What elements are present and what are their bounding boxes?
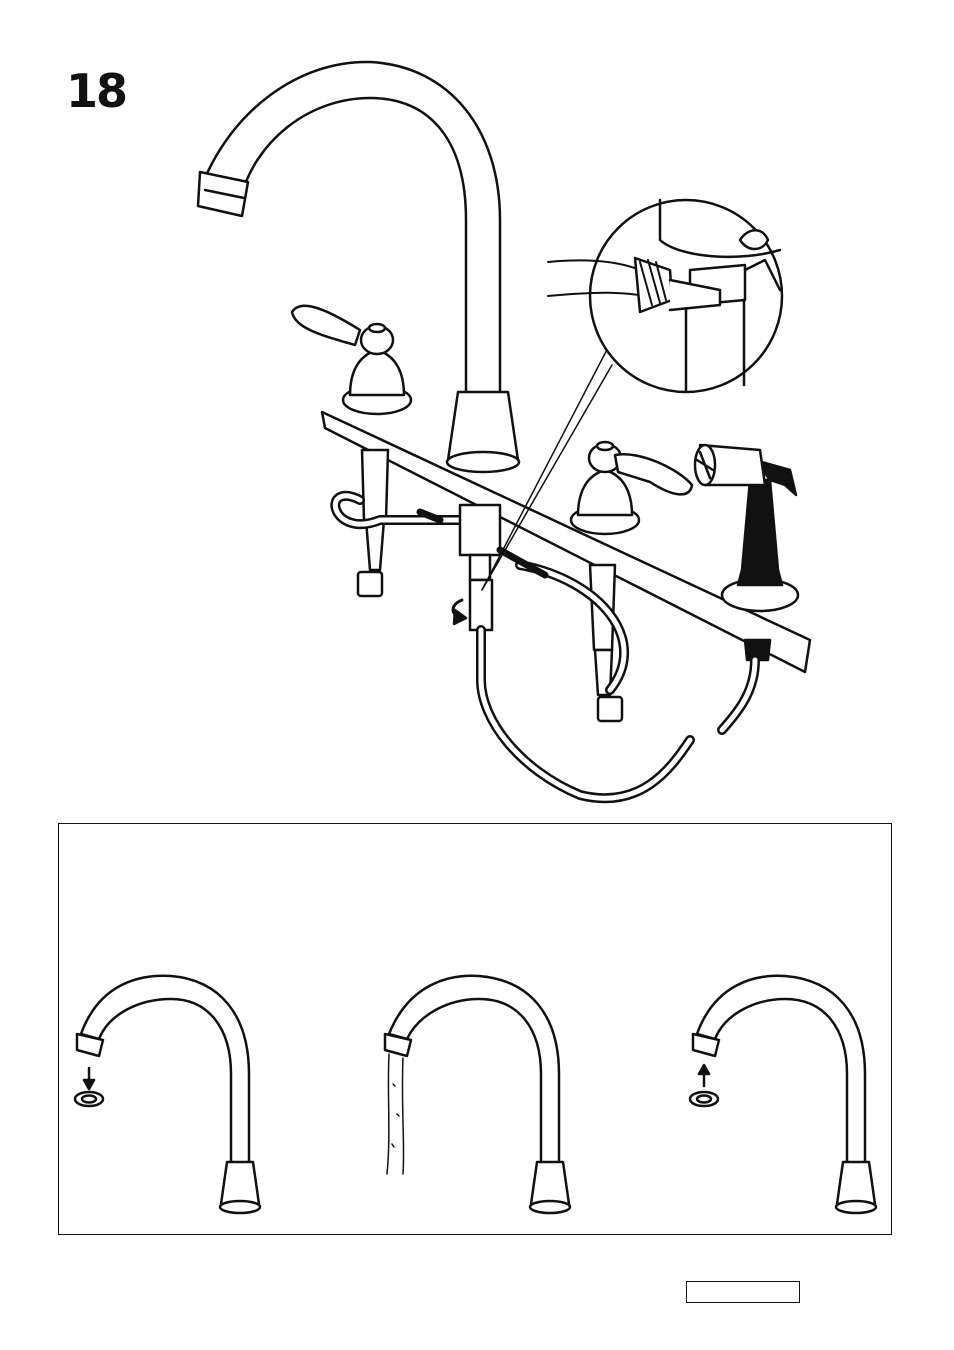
- rotate-arrow-icon: [453, 600, 466, 624]
- left-handle: [292, 306, 411, 414]
- page-label-box: [686, 1281, 800, 1303]
- aerator-remove-icon: [75, 976, 260, 1213]
- aerator-reinstall-icon: [690, 976, 876, 1213]
- right-handle: [571, 442, 692, 534]
- side-sprayer: [695, 445, 798, 730]
- water-flush-icon: [385, 976, 570, 1213]
- flush-instructions-panel: [58, 823, 892, 1235]
- faucet-installation-illustration: [0, 0, 954, 820]
